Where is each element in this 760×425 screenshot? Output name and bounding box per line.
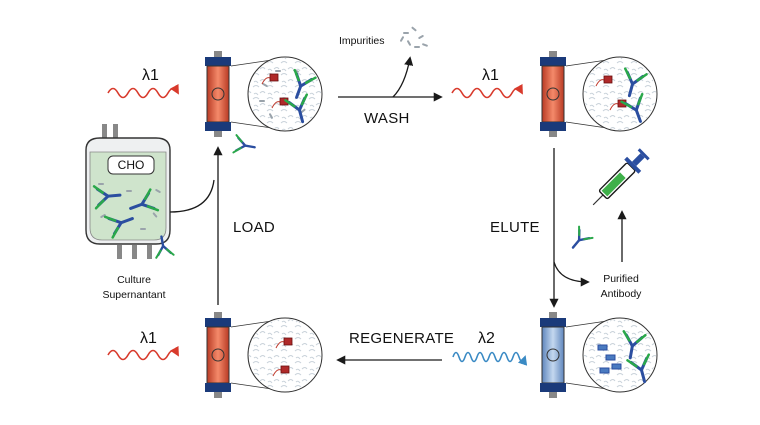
regenerate-label: REGENERATE [349, 330, 454, 347]
zoom-wash [582, 56, 658, 132]
purified-label-line1: Purified [603, 273, 639, 285]
lambda-label-elute: λ2 [478, 330, 495, 347]
culture-label-line2: Supernantant [102, 289, 165, 301]
wash-label: WASH [364, 110, 410, 127]
lambda-label-load: λ1 [142, 67, 159, 84]
column-wash [540, 51, 566, 137]
syringe-icon [592, 148, 650, 206]
lambda-label-regen: λ1 [140, 330, 157, 347]
zoom-load [232, 56, 323, 158]
purified-label-line2: Antibody [601, 288, 643, 300]
column-elute [540, 312, 566, 398]
load-label: LOAD [233, 219, 275, 236]
cho-label: CHO [118, 158, 145, 172]
wave-regenerate [107, 345, 179, 361]
zoom-elute [565, 225, 658, 393]
flow-arrows [169, 56, 627, 365]
impurities-cluster [400, 26, 428, 48]
zoom-regenerate [247, 317, 323, 393]
lambda-label-wash: λ1 [482, 67, 499, 84]
culture-label-line1: Culture [117, 274, 151, 286]
wave-elute [452, 351, 528, 366]
callout-lines [230, 59, 608, 390]
bioreactor [85, 124, 175, 259]
impurities-label: Impurities [339, 35, 385, 47]
elute-label: ELUTE [490, 219, 540, 236]
wave-load [107, 83, 179, 99]
column-regenerate [205, 312, 231, 398]
column-load [205, 51, 231, 137]
wave-wash [451, 83, 523, 99]
